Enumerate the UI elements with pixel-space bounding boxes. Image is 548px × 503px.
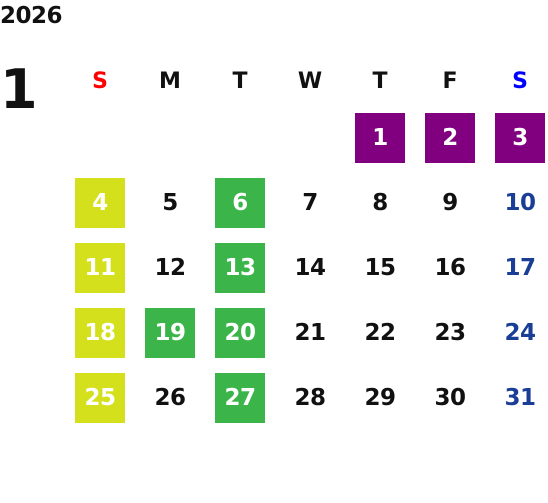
day-cell[interactable]: 20 [205, 300, 275, 365]
day-number: 3 [495, 112, 545, 163]
weekday-header: S [92, 68, 108, 94]
day-cell[interactable]: 28 [275, 365, 345, 430]
day-cell[interactable]: 29 [345, 365, 415, 430]
day-cell[interactable]: 8 [345, 170, 415, 235]
day-number: 4 [75, 177, 125, 228]
day-cell[interactable]: 10 [485, 170, 548, 235]
day-number: 23 [434, 319, 466, 346]
day-cell[interactable]: 11 [65, 235, 135, 300]
day-cell[interactable]: 23 [415, 300, 485, 365]
day-number: 7 [302, 189, 318, 216]
month-number: 1 [0, 58, 38, 121]
day-number: 27 [215, 372, 265, 423]
day-cell[interactable]: 14 [275, 235, 345, 300]
day-number: 22 [364, 319, 396, 346]
day-cell[interactable]: 17 [485, 235, 548, 300]
day-cell[interactable]: 2 [415, 105, 485, 170]
day-number: 21 [294, 319, 326, 346]
weekday-header: M [159, 68, 181, 94]
day-number: 1 [355, 112, 405, 163]
empty-day-cell [275, 105, 345, 170]
day-cell[interactable]: 19 [135, 300, 205, 365]
weekday-header: S [512, 68, 528, 94]
day-number: 24 [504, 319, 536, 346]
day-cell[interactable]: 13 [205, 235, 275, 300]
day-number: 18 [75, 307, 125, 358]
year-label: 2026 [0, 3, 63, 29]
day-cell[interactable]: 16 [415, 235, 485, 300]
day-number: 9 [442, 189, 458, 216]
day-cell[interactable]: 4 [65, 170, 135, 235]
day-number: 14 [294, 254, 326, 281]
day-number: 6 [215, 177, 265, 228]
day-number: 11 [75, 242, 125, 293]
day-cell[interactable]: 15 [345, 235, 415, 300]
day-number: 2 [425, 112, 475, 163]
day-cell[interactable]: 5 [135, 170, 205, 235]
empty-day-cell [65, 105, 135, 170]
day-number: 13 [215, 242, 265, 293]
day-number: 29 [364, 384, 396, 411]
day-number: 16 [434, 254, 466, 281]
day-number: 15 [364, 254, 396, 281]
day-number: 30 [434, 384, 466, 411]
day-cell[interactable]: 21 [275, 300, 345, 365]
day-cell[interactable]: 18 [65, 300, 135, 365]
day-cell[interactable]: 6 [205, 170, 275, 235]
day-number: 31 [504, 384, 536, 411]
day-cell[interactable]: 22 [345, 300, 415, 365]
day-cell[interactable]: 27 [205, 365, 275, 430]
day-number: 28 [294, 384, 326, 411]
day-cell[interactable]: 9 [415, 170, 485, 235]
day-cell[interactable]: 24 [485, 300, 548, 365]
day-number: 19 [145, 307, 195, 358]
day-number: 25 [75, 372, 125, 423]
day-cell[interactable]: 1 [345, 105, 415, 170]
day-number: 5 [162, 189, 178, 216]
day-cell[interactable]: 25 [65, 365, 135, 430]
weekday-header: F [442, 68, 458, 94]
weekday-header: T [232, 68, 248, 94]
day-number: 12 [154, 254, 186, 281]
weekday-header: T [372, 68, 388, 94]
day-number: 17 [504, 254, 536, 281]
day-cell[interactable]: 30 [415, 365, 485, 430]
day-cell[interactable]: 7 [275, 170, 345, 235]
empty-day-cell [205, 105, 275, 170]
empty-day-cell [135, 105, 205, 170]
day-cell[interactable]: 26 [135, 365, 205, 430]
day-cell[interactable]: 12 [135, 235, 205, 300]
day-number: 20 [215, 307, 265, 358]
day-number: 26 [154, 384, 186, 411]
weekday-header: W [297, 68, 323, 94]
day-number: 10 [504, 189, 536, 216]
day-cell[interactable]: 3 [485, 105, 548, 170]
day-number: 8 [372, 189, 388, 216]
day-cell[interactable]: 31 [485, 365, 548, 430]
